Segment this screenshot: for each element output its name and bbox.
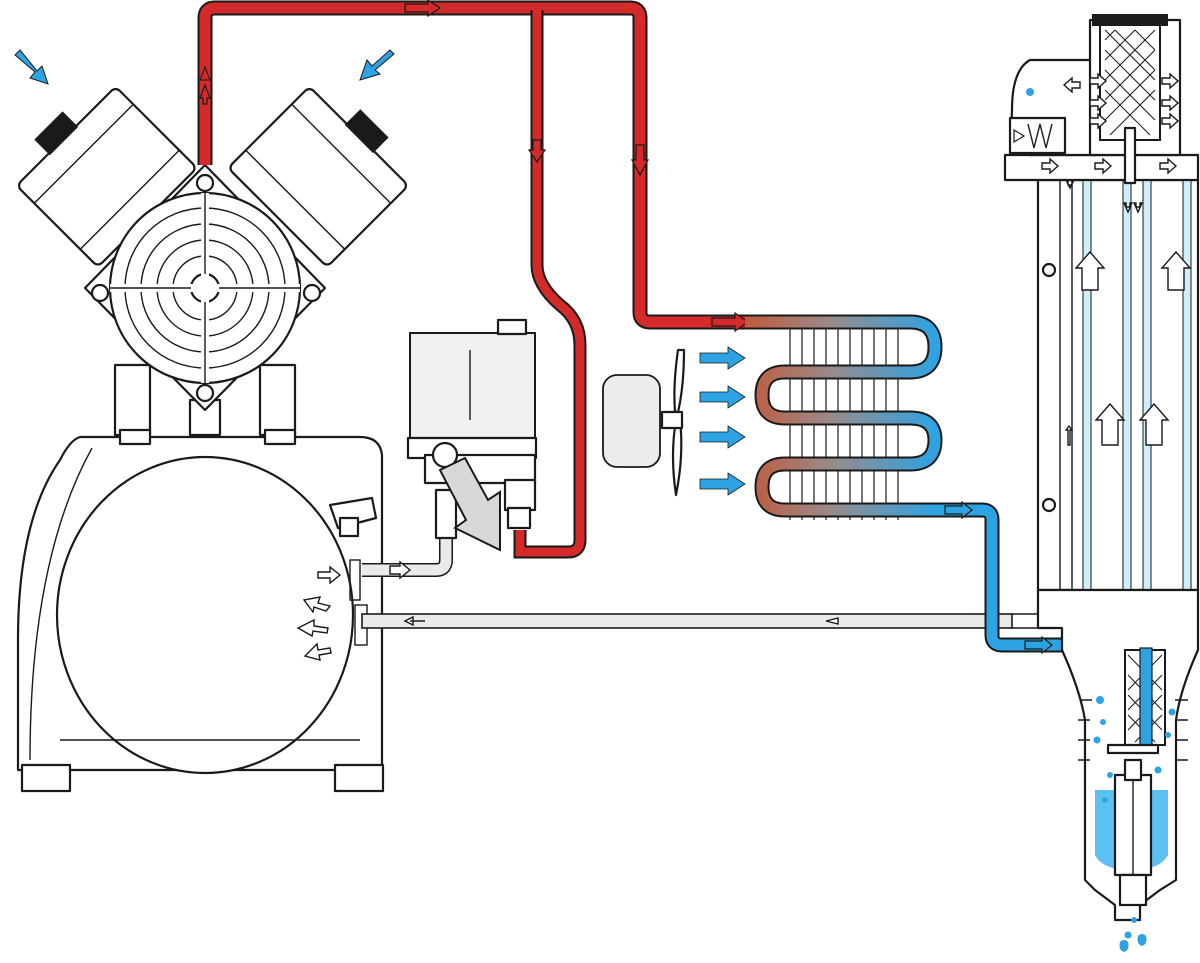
filter-housing (1003, 14, 1200, 609)
cooling-fan (602, 346, 746, 497)
intake-arrow-icon (14, 49, 395, 85)
fan-blade-icon (660, 348, 686, 497)
hot-air-pipe (197, 0, 750, 559)
tank-inlet-pipe (362, 535, 453, 580)
return-pipe (361, 590, 1069, 629)
water-separator (1036, 588, 1200, 952)
receiver-tank (16, 435, 385, 793)
water-drop-icon (1093, 696, 1176, 952)
cooling-coil (745, 314, 943, 520)
compressor-head (17, 87, 408, 446)
filter-element-mesh (1104, 29, 1156, 136)
tank-flow-arrows (296, 565, 342, 661)
fan-grille-icon (110, 193, 300, 383)
pressure-switch-icon (406, 318, 538, 552)
